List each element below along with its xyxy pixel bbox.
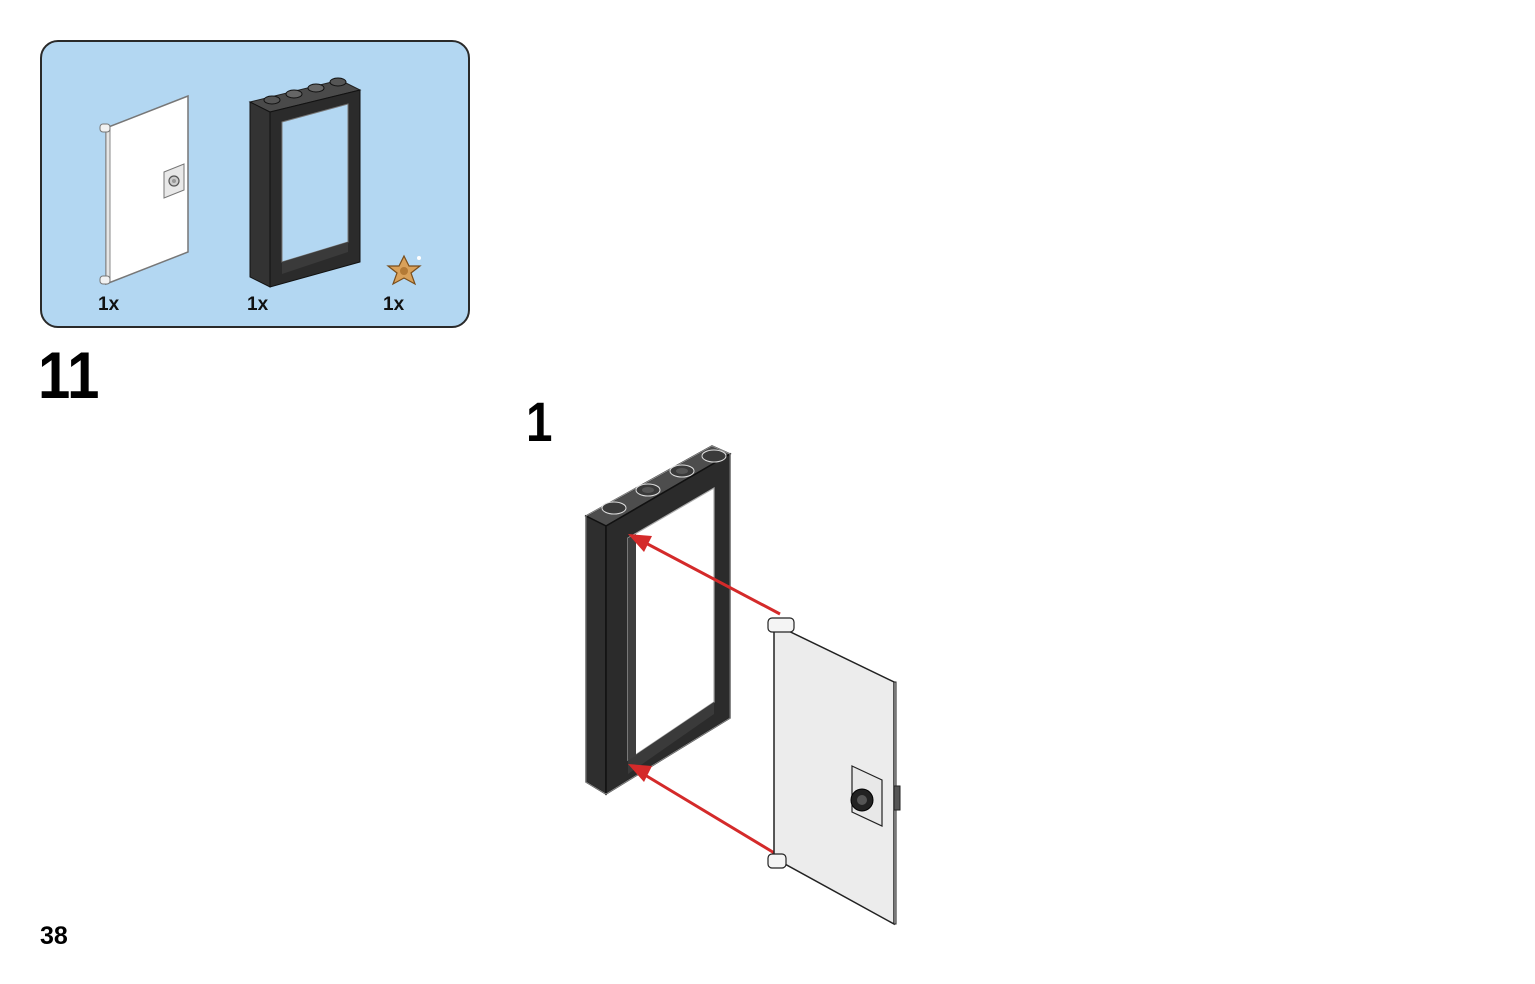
step-number: 11 [38, 338, 100, 412]
door-quantity: 1x [98, 294, 120, 315]
gold-star-part-icon [386, 254, 422, 286]
page-number: 38 [40, 922, 68, 950]
sub-step-number: 1 [526, 390, 553, 453]
door-frame-quantity: 1x [247, 294, 269, 315]
door-part-icon [99, 94, 189, 286]
parts-list-box: 1x 1x 1x [40, 40, 470, 328]
assembly-illustration [584, 445, 901, 926]
gold-star-quantity: 1x [383, 294, 405, 315]
door-frame-part-icon [248, 77, 362, 288]
